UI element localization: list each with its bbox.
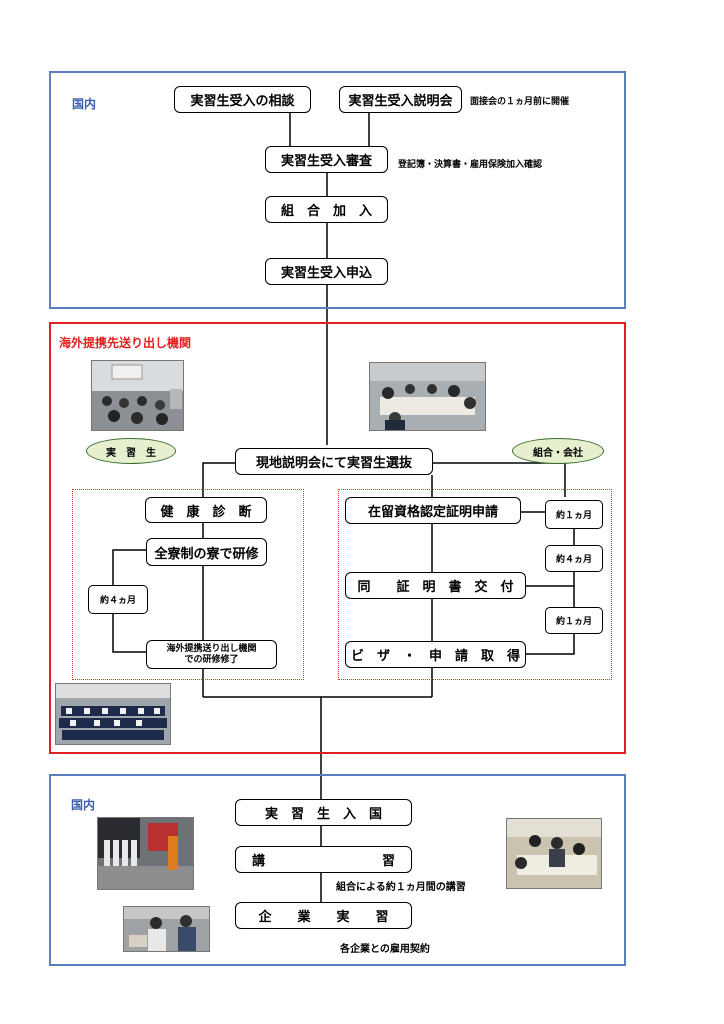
contract-note: 各企業との雇用契約 [340,944,430,955]
lecture-box: 講 習 [235,846,412,873]
lecture-note: 組合による約１ヵ月間の講習 [336,882,466,893]
duration-1m-a: 約１ヵ月 [545,500,603,529]
training-done-line1: 海外提携送り出し機関 [166,643,257,654]
right-procedure-area [338,489,612,680]
left-training-area [72,489,304,680]
health-box: 健 康 診 断 [145,497,267,523]
duration-4m-left: 約４ヵ月 [88,585,148,614]
entry-box: 実 習 生 入 国 [235,799,412,826]
domestic-top-section: 国内 [49,71,626,309]
domestic-bottom-label: 国内 [71,798,96,812]
company-work-photo [123,906,210,952]
briefing-box: 実習生受入説明会 [339,86,462,113]
selection-box: 現地説明会にて実習生選抜 [235,448,433,475]
classroom-photo [91,360,184,431]
meeting-photo [369,362,486,431]
visa-box: ビ ザ ・ 申 請 取 得 [345,641,526,668]
overseas-label: 海外提携先送り出し機関 [59,336,192,350]
duration-4m-right: 約４ヵ月 [545,545,603,572]
residence-cert-box: 在留資格認定証明申請 [345,497,521,524]
study-photo [506,818,602,889]
training-done-line2: での研修修了 [184,654,239,665]
group-photo [55,683,171,745]
briefing-note: 面接会の１ヵ月前に開催 [470,97,570,107]
duration-1m-b: 約１ヵ月 [545,607,603,634]
join-box: 組 合 加 入 [265,196,388,223]
fire-drill-photo [97,817,194,890]
company-training-box: 企 業 実 習 [235,902,412,929]
domestic-bottom-section: 国内 [49,774,626,966]
company-oval: 組合・会社 [512,438,604,464]
overseas-section: 海外提携先送り出し機関 [49,322,626,754]
trainee-oval: 実 習 生 [86,438,176,464]
review-note: 登記簿・決算書・雇用保険加入確認 [398,160,543,170]
dorm-training-box: 全寮制の寮で研修 [146,538,267,566]
apply-box: 実習生受入申込 [265,258,388,285]
review-box: 実習生受入審査 [265,146,388,173]
cert-issued-box: 同 証 明 書 交 付 [345,572,526,599]
consult-box: 実習生受入の相談 [174,86,311,113]
training-done-box: 海外提携送り出し機関 での研修修了 [146,640,277,669]
domestic-top-label: 国内 [72,97,97,111]
